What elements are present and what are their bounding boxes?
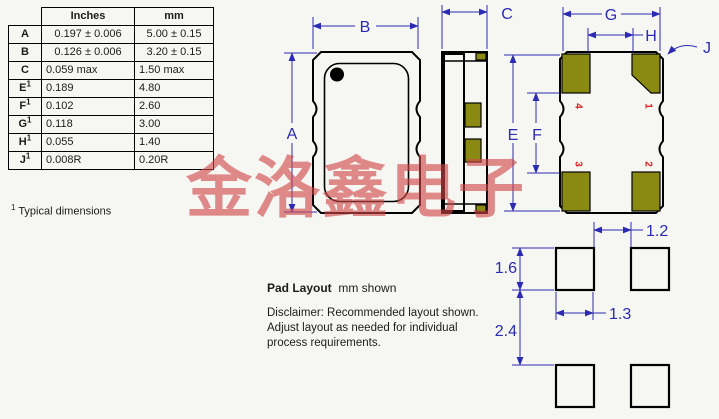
footnote-text: Typical dimensions — [18, 205, 112, 218]
dim-label-H: H — [645, 28, 657, 45]
dim-value-2.4: 2.4 — [495, 323, 517, 340]
row-label-sup: 1 — [25, 151, 31, 161]
pad-2 — [631, 171, 661, 212]
dim-value-1.6: 1.6 — [495, 260, 517, 277]
bottom-body-outline — [559, 51, 664, 214]
mm-value: 0.20R — [134, 151, 214, 170]
dimension-J: J — [667, 40, 711, 57]
dim-label-J: J — [703, 40, 711, 57]
side-lid-outline — [443, 53, 465, 212]
dim-value-1.2: 1.2 — [646, 223, 668, 240]
pad-layout-drawing: 1.2 1.6 2.4 1.3 — [495, 222, 671, 409]
side-pad-top — [475, 52, 487, 61]
front-view — [312, 51, 421, 214]
table-row: J1 0.008R 0.20R — [8, 151, 214, 170]
dimension-C: C — [441, 5, 513, 49]
pad-layout-caption: Pad Layout mm shown — [267, 281, 396, 295]
pin1-marker-dot — [330, 67, 344, 82]
row-label: F — [19, 100, 27, 112]
layout-pad-bottom-right — [629, 363, 671, 409]
dim-pad-h-gap: 1.2 — [593, 222, 668, 247]
disclaimer-text: Disclaimer: Recommended layout shown. Ad… — [267, 306, 479, 351]
pad-layout-subtitle: mm shown — [338, 281, 397, 295]
table-row: A 0.197 ± 0.006 5.00 ± 0.15 — [8, 25, 214, 44]
row-label: E — [19, 82, 27, 94]
package-lid-outline — [323, 62, 410, 203]
table-row: F1 0.102 2.60 — [8, 97, 214, 116]
row-label: H — [18, 136, 27, 148]
table-row: G1 0.118 3.00 — [8, 115, 214, 134]
dim-label-G: G — [605, 7, 617, 24]
pad-number-4: 4 — [573, 103, 584, 109]
row-label: J — [19, 154, 26, 166]
pad-1-chamfered — [631, 53, 661, 94]
row-label: C — [21, 64, 29, 76]
dim-label-F: F — [532, 127, 542, 144]
dimension-A: A — [283, 52, 317, 213]
mm-value: 1.50 max — [134, 61, 214, 80]
pad-3 — [561, 171, 591, 212]
package-body-outline — [312, 51, 421, 214]
disclaimer-line-1: Disclaimer: Recommended layout shown. — [267, 307, 479, 319]
layout-pad-bottom-left — [554, 363, 596, 409]
row-label: B — [21, 46, 29, 58]
pad-layout-title: Pad Layout — [267, 281, 332, 295]
dimensions-table: Inches mm A 0.197 ± 0.006 5.00 ± 0.15 B … — [8, 7, 214, 170]
disclaimer-line-2: Adjust layout as needed for individual — [267, 322, 458, 334]
bottom-view: 4 1 3 2 — [559, 51, 664, 214]
dim-row-gap: 2.4 — [495, 289, 554, 366]
pad-number-2: 2 — [643, 161, 654, 167]
table-header-row: Inches mm — [9, 7, 214, 26]
side-pad-bottom — [475, 204, 487, 213]
row-label-sup: 1 — [26, 133, 32, 143]
footnote-typical-dimensions: 1 Typical dimensions — [11, 203, 111, 218]
dim-pad-width: 1.3 — [555, 292, 631, 323]
disclaimer-line-3: process requirements. — [267, 337, 381, 349]
side-castellation-pad-lower — [464, 138, 482, 163]
inches-value: 0.008R — [41, 151, 135, 170]
dim-label-E: E — [508, 127, 519, 144]
dim-label-C: C — [501, 6, 513, 23]
pad-number-1: 1 — [643, 103, 654, 109]
row-label-sup: 1 — [27, 115, 32, 125]
row-label-sup: 1 — [26, 79, 31, 89]
dimension-G: G — [562, 5, 661, 51]
dim-label-A: A — [287, 126, 298, 143]
layout-pad-top-left — [554, 246, 596, 292]
side-castellation-pad-upper — [464, 102, 482, 128]
side-view — [441, 51, 488, 214]
dimension-B: B — [312, 16, 419, 49]
dimension-H: H — [587, 28, 657, 52]
dim-value-1.3: 1.3 — [609, 306, 631, 323]
row-label: A — [21, 28, 29, 40]
row-label: G — [18, 118, 28, 130]
pad-4 — [561, 53, 591, 94]
layout-pad-top-right — [629, 246, 671, 292]
row-label-sup: 1 — [26, 97, 31, 107]
table-row: C 0.059 max 1.50 max — [8, 61, 214, 80]
pad-number-3: 3 — [573, 161, 584, 167]
footnote-sup: 1 — [11, 203, 16, 212]
dim-label-B: B — [360, 19, 371, 36]
dim-pad-height: 1.6 — [495, 247, 554, 291]
